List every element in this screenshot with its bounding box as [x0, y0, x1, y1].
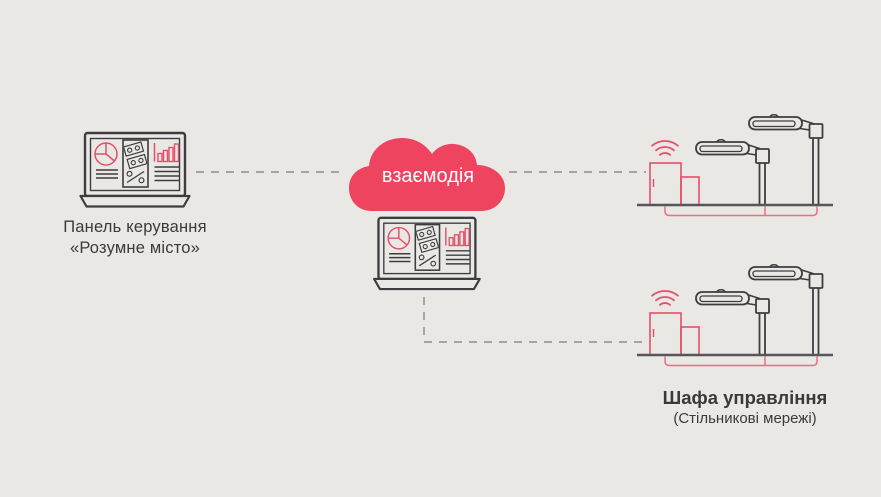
interaction-cloud-icon: [349, 138, 505, 211]
control-panel-laptop-icon: [68, 128, 198, 213]
control-panel-label-line1: Панель керування: [63, 218, 207, 236]
cabinet-label: Шафа управління (Стільникові мережі): [625, 387, 865, 429]
control-panel-label: Панель керування «Розумне місто»: [25, 217, 245, 259]
street-scene-top: [635, 113, 835, 217]
control-panel-label-line2: «Розумне місто»: [69, 239, 201, 257]
interaction-cloud-label: взаємодія: [381, 165, 475, 187]
connector-laptop-to-scene-bottom: [423, 297, 644, 343]
gateway-laptop-icon: [362, 213, 488, 295]
cabinet-title: Шафа управління: [662, 387, 828, 408]
cabinet-subtitle: (Стільникові мережі): [673, 410, 817, 427]
street-scene-bottom: [635, 263, 835, 367]
